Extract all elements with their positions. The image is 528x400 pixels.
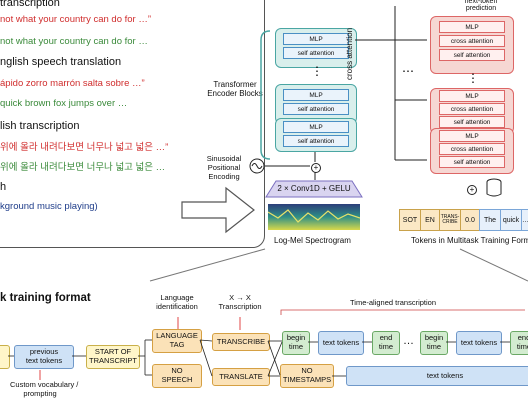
encoder-layer: self attention <box>283 135 349 147</box>
next-token-label: next-token prediction <box>464 0 498 12</box>
translate-box: TRANSLATE <box>212 368 270 386</box>
language-tag-box: LANGUAGE TAG <box>152 329 202 353</box>
token: quick <box>500 209 522 231</box>
encoder-label: Transformer Encoder Blocks <box>207 80 263 98</box>
transcribe-box: TRANSCRIBE <box>212 333 270 351</box>
end-time-box-2: end time <box>510 331 528 355</box>
token: TRANS- CRIBE <box>439 209 461 231</box>
decoder-layer: MLP <box>439 130 505 142</box>
start-of-transcript-box: START OF TRANSCRIPT <box>86 345 140 369</box>
encoder-layer: MLP <box>283 89 349 101</box>
tokens-label: Tokens in Multitask Training Format <box>411 236 528 245</box>
pos-enc-label: Sinusoidal Positional Encoding <box>206 154 242 181</box>
decoder-layer: MLP <box>439 90 505 102</box>
conv-block <box>265 180 363 198</box>
no-speech-box: NO SPEECH <box>152 364 202 388</box>
text-tokens-box-2: text tokens <box>456 331 502 355</box>
spectrogram-image <box>268 204 360 230</box>
decoder-layer: cross attention <box>439 143 505 155</box>
text-tokens-long-box: text tokens <box>346 366 528 386</box>
example-line: 위에 올라 내려다보면 너무나 넓고 넓은 …” <box>0 142 169 153</box>
flow-ellipsis: … <box>403 335 414 347</box>
text-tokens-box: text tokens <box>318 331 364 355</box>
token: EN <box>420 209 440 231</box>
encoder-dots: ⋮ <box>311 64 323 78</box>
example-section-title: h <box>0 181 7 193</box>
encoder-layer: self attention <box>283 103 349 115</box>
decoder-layer: cross attention <box>439 103 505 115</box>
example-line: 위에 올라 내려다보면 너무나 넓고 넓은 … <box>0 162 166 173</box>
token: The <box>479 209 501 231</box>
cross-attention-lines <box>355 6 427 161</box>
example-line: ápido zorro marrón salta sobre …” <box>0 78 145 89</box>
example-line: not what your country can do for …” <box>0 14 152 25</box>
encoder-layer: MLP <box>283 121 349 133</box>
token: 0.0 <box>460 209 480 231</box>
begin-time-box: begin time <box>282 331 310 355</box>
connector-lines <box>149 248 528 282</box>
begin-time-box-2: begin time <box>420 331 448 355</box>
previous-text-tokens-box: previous text tokens <box>14 345 74 369</box>
spectrogram-label: Log-Mel Spectrogram <box>274 236 351 245</box>
decoder-pos-icon <box>486 178 502 197</box>
token: SOT <box>399 209 421 231</box>
conv-label: 2 × Conv1D + GELU <box>277 184 351 193</box>
no-timestamps-box: NO TIMESTAMPS <box>280 364 334 388</box>
decoder-layer: self attention <box>439 116 505 128</box>
x-to-x-label: X → X Transcription <box>218 293 262 311</box>
panel-to-model-arrow <box>181 186 255 234</box>
decoder-layer: MLP <box>439 21 505 33</box>
decoder-add-icon: + <box>467 185 477 195</box>
token: … <box>521 209 528 231</box>
cross-attention-label: cross attention <box>345 27 354 80</box>
sot-prev-box <box>0 345 10 369</box>
encoder-bracket <box>260 30 271 160</box>
example-section-title: lish transcription <box>0 120 80 132</box>
flow-arrows <box>8 339 510 377</box>
red-arrows <box>39 317 241 380</box>
encoder-add-icon: + <box>311 163 321 173</box>
example-section-title: nglish speech translation <box>0 56 122 68</box>
time-aligned-label: Time-aligned transcription <box>350 298 437 307</box>
language-id-label: Language identification <box>156 293 198 311</box>
example-line: kground music playing) <box>0 201 98 212</box>
decoder-dots-v: ⋮ <box>467 71 479 85</box>
format-title: k training format <box>0 292 91 304</box>
decoder-layer: self attention <box>439 49 505 61</box>
time-aligned-bracket <box>280 309 525 315</box>
decoder-dots-h: ⋯ <box>402 64 414 78</box>
decoder-layer: self attention <box>439 156 505 168</box>
sine-wave-icon <box>249 158 265 174</box>
encoder-layer: self attention <box>283 47 349 59</box>
decoder-layer: cross attention <box>439 35 505 47</box>
example-line: quick brown fox jumps over … <box>0 98 128 109</box>
encoder-layer: MLP <box>283 33 349 45</box>
example-section-title: transcription <box>0 0 60 9</box>
end-time-box: end time <box>372 331 400 355</box>
example-line: not what your country can do for … <box>0 36 148 47</box>
